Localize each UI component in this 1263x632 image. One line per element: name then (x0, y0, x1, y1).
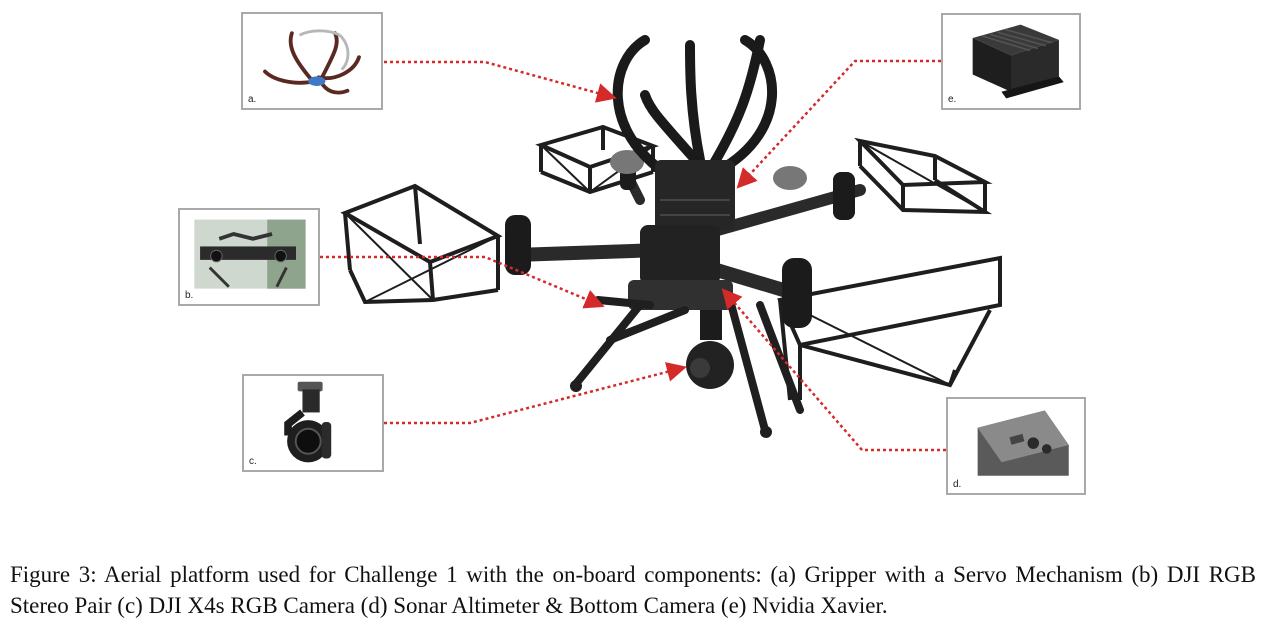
inset-label-a: a. (248, 94, 257, 105)
leader-line-b (320, 255, 605, 309)
stereo-pair-image (194, 219, 306, 289)
inset-label-b: b. (185, 290, 194, 301)
inset-label-e: e. (948, 94, 957, 105)
leader-line-e (736, 59, 941, 189)
nvidia-xavier-image (972, 24, 1064, 99)
gimbal-camera (686, 310, 734, 389)
inset-sonar-altimeter: d. (946, 397, 1086, 495)
leader-line-d (721, 288, 946, 452)
drone-illustration (320, 35, 1002, 452)
gripper-image (263, 29, 361, 95)
prop-guard-front-right (777, 255, 1002, 401)
inset-label-c: c. (249, 456, 257, 467)
gps-puck-right (773, 166, 807, 190)
gripper-fingers (612, 35, 777, 180)
landing-gear (571, 296, 804, 434)
figure: a. b. c. (178, 12, 1086, 495)
inset-nvidia-xavier: e. (941, 13, 1081, 110)
figure-caption: Figure 3: Aerial platform used for Chall… (10, 562, 1256, 618)
inset-stereo-pair: b. (178, 208, 320, 306)
drone-body (628, 160, 735, 310)
sonar-altimeter-image (977, 410, 1069, 476)
prop-guard-rear-right (854, 137, 993, 215)
leader-line-a (384, 60, 617, 103)
motors (505, 160, 855, 328)
x4s-camera-image (284, 381, 332, 463)
prop-guard-front-left (340, 183, 503, 305)
inset-label-d: d. (953, 479, 962, 490)
inset-x4s-camera: c. (242, 374, 384, 472)
gps-puck-left (610, 150, 644, 174)
inset-gripper: a. (241, 12, 383, 110)
leader-line-c (384, 362, 687, 425)
leader-lines (320, 59, 946, 452)
